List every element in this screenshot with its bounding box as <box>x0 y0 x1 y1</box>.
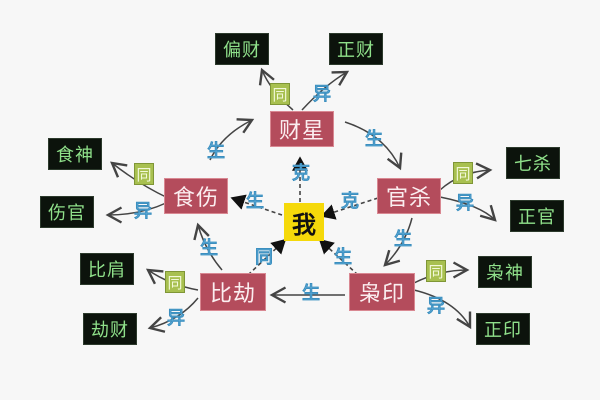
leaf-jiecai: 劫财 <box>83 313 137 345</box>
label-tong-bijie-self: 同 <box>255 247 273 268</box>
label-yi-jiecai: 异 <box>167 308 185 329</box>
badge-tong-piancai: 同 <box>270 83 290 105</box>
node-guansha: 官杀 <box>377 178 441 214</box>
label-yi-shangguan: 异 <box>134 201 152 222</box>
leaf-piancai: 偏财 <box>215 33 269 65</box>
label-sheng-caixing-guansha: 生 <box>365 129 383 150</box>
label-sheng-xiaoyin-bijie: 生 <box>302 283 320 304</box>
leaf-zhengyin: 正印 <box>476 313 530 345</box>
label-sheng-self-shishang: 生 <box>246 191 264 212</box>
leaf-shishen: 食神 <box>48 138 102 170</box>
badge-tong-xiaoshen: 同 <box>426 260 446 282</box>
center-self: 我 <box>284 203 324 241</box>
leaf-bijian: 比肩 <box>80 253 134 285</box>
leaf-xiaoshen: 枭神 <box>478 256 532 288</box>
badge-tong-shishen: 同 <box>134 163 154 185</box>
label-sheng-shishang-caixing: 生 <box>207 141 225 162</box>
label-yi-zhengcai: 异 <box>313 84 331 105</box>
leaf-zhengcai: 正财 <box>329 33 383 65</box>
badge-tong-bijian: 同 <box>165 271 185 293</box>
leaf-qisha: 七杀 <box>506 147 560 179</box>
leaf-shangguan: 伤官 <box>40 196 94 228</box>
label-sheng-xiaoyin-self: 生 <box>334 247 352 268</box>
node-caixing: 财星 <box>270 111 334 147</box>
node-xiaoyin: 枭印 <box>349 273 415 311</box>
label-sheng-guansha-xiaoyin: 生 <box>394 229 412 250</box>
badge-tong-qisha: 同 <box>453 162 473 184</box>
label-yi-zhengguan: 异 <box>456 193 474 214</box>
label-sheng-bijie-shishang: 生 <box>200 238 218 259</box>
label-yi-zhengyin: 异 <box>427 296 445 317</box>
leaf-zhengguan: 正官 <box>510 200 564 232</box>
node-bijie: 比劫 <box>200 273 266 311</box>
label-ke-guansha-self: 克 <box>341 191 359 212</box>
label-ke-self-caixing: 克 <box>292 163 310 184</box>
node-shishang: 食伤 <box>164 178 228 214</box>
